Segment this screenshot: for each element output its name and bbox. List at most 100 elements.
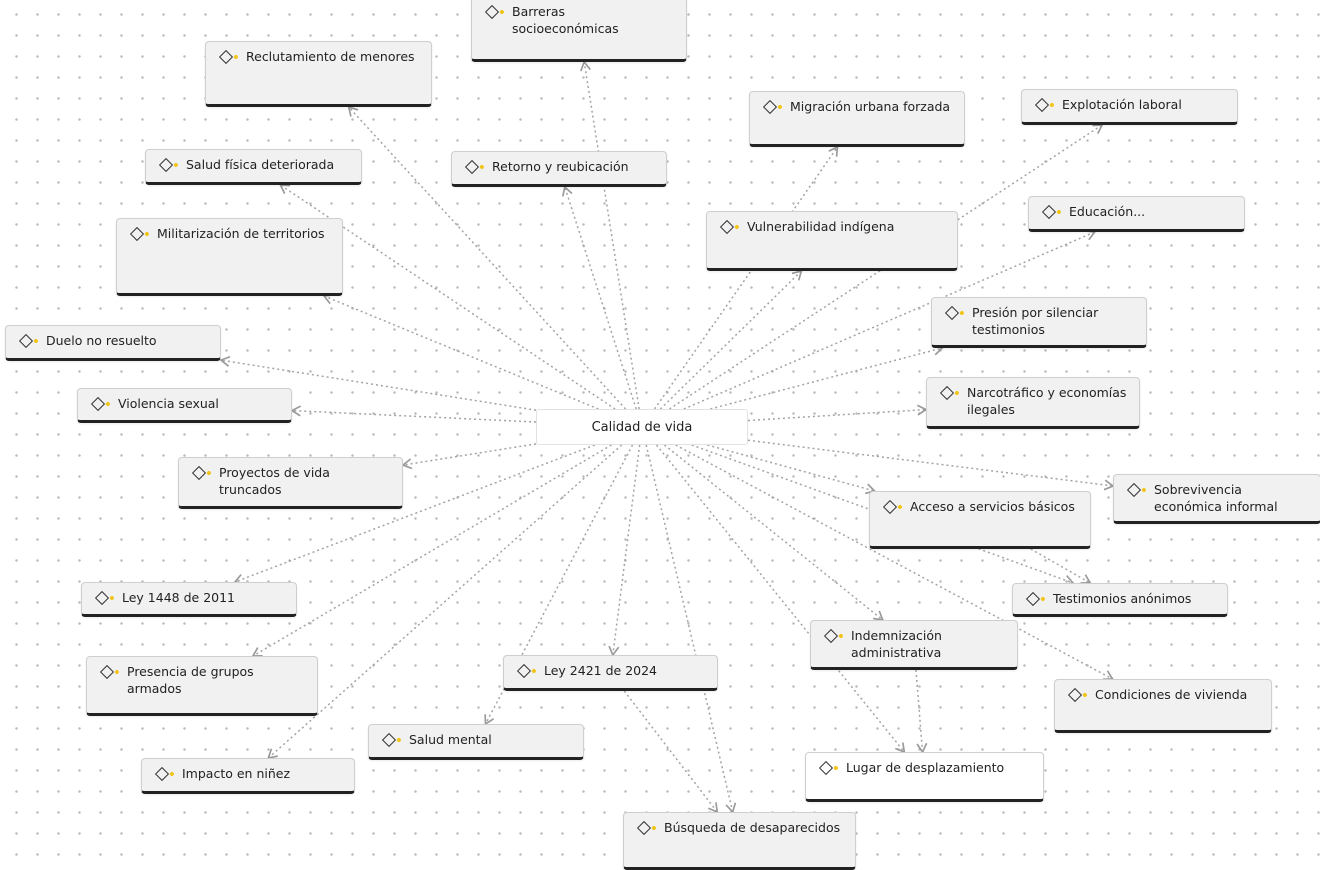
node-label: Lugar de desplazamiento (846, 760, 1005, 775)
edge-acceso-to-testimonios (1030, 548, 1092, 584)
node-label: Impacto en niñez (182, 766, 291, 781)
edge-calidad-to-reclutamiento (347, 105, 627, 410)
diamond-node-icon (129, 226, 145, 242)
node-busqueda[interactable]: Búsqueda de desaparecidos (623, 812, 856, 870)
diamond-node-icon (99, 664, 115, 680)
diamond-node-icon (484, 4, 500, 20)
diamond-node-icon (90, 396, 106, 412)
node-label: Duelo no resuelto (46, 333, 157, 348)
edge-calidad-to-barreras (580, 60, 640, 410)
diamond-node-icon (818, 760, 834, 776)
diamond-node-icon (464, 159, 480, 175)
node-militarizacion[interactable]: Militarización de territorios (116, 218, 343, 296)
edge-calidad-to-explotacion (669, 124, 1104, 410)
edge-calidad-to-impacto (267, 444, 623, 760)
diamond-node-icon (154, 766, 170, 782)
node-label: Salud mental (409, 732, 492, 747)
node-educacion[interactable]: Educación... (1028, 196, 1245, 232)
diamond-node-icon (944, 305, 960, 321)
node-explotacion[interactable]: Explotación laboral (1021, 89, 1238, 125)
edge-calidad-to-duelo (219, 355, 537, 411)
node-proyectos[interactable]: Proyectos de vida truncados (178, 457, 403, 509)
diamond-node-icon (719, 219, 735, 235)
node-violencia[interactable]: Violencia sexual (77, 388, 292, 423)
edge-calidad-to-narcotrafico (747, 404, 928, 422)
node-label: Barreras socioeconómicas (512, 4, 619, 36)
diamond-node-icon (636, 820, 652, 836)
node-label: Migración urbana forzada (790, 99, 951, 114)
diamond-node-icon (882, 499, 898, 515)
node-label: Búsqueda de desaparecidos (664, 820, 841, 835)
edge-calidad-to-busqueda (645, 444, 737, 814)
edge-ley2421-to-busqueda (623, 690, 719, 814)
edge-calidad-to-militarizacion (322, 293, 599, 410)
node-label: Educación... (1069, 204, 1146, 219)
edge-calidad-to-lugar (655, 444, 906, 754)
node-ley-1448[interactable]: Ley 1448 de 2011 (81, 582, 297, 617)
node-presencia[interactable]: Presencia de grupos armados (86, 656, 318, 716)
node-retorno[interactable]: Retorno y reubicación (451, 151, 667, 187)
node-salud-fisica[interactable]: Salud física deteriorada (145, 149, 362, 185)
node-narcotrafico[interactable]: Narcotráfico y economías ilegales (926, 377, 1140, 429)
node-duelo[interactable]: Duelo no resuelto (5, 325, 221, 361)
node-presion[interactable]: Presión por silenciar testimonios (931, 297, 1147, 348)
node-acceso[interactable]: Acceso a servicios básicos (869, 491, 1091, 549)
central-node[interactable]: Calidad de vida (536, 409, 748, 445)
edge-calidad-to-presencia (251, 444, 612, 657)
node-label: Proyectos de vida truncados (219, 465, 330, 497)
edge-calidad-to-indemnizacion (663, 444, 885, 622)
node-label: Indemnización administrativa (851, 628, 942, 660)
diamond-node-icon (823, 628, 839, 644)
node-label: Retorno y reubicación (492, 159, 629, 174)
node-label: Testimonios anónimos (1053, 591, 1192, 606)
edge-calidad-to-acceso (707, 444, 877, 495)
diamond-node-icon (1025, 591, 1041, 607)
node-label: Sobrevivencia económica informal (1154, 482, 1278, 514)
node-label: Ley 1448 de 2011 (122, 590, 236, 605)
edge-calidad-to-ley1448 (233, 444, 595, 585)
diamond-node-icon (218, 49, 234, 65)
node-label: Explotación laboral (1062, 97, 1182, 112)
diamond-node-icon (1041, 204, 1057, 220)
node-label: Acceso a servicios básicos (910, 499, 1075, 514)
node-label: Presencia de grupos armados (127, 664, 254, 696)
node-label: Reclutamiento de menores (246, 49, 415, 64)
node-label: Salud física deteriorada (186, 157, 335, 172)
diamond-node-icon (762, 99, 778, 115)
node-indemnizacion[interactable]: Indemnización administrativa (810, 620, 1018, 670)
edge-indemnizacion-to-lugar (915, 669, 928, 754)
diamond-node-icon (1126, 482, 1142, 498)
node-condiciones[interactable]: Condiciones de vivienda (1054, 679, 1272, 733)
node-vulnerabilidad[interactable]: Vulnerabilidad indígena (706, 211, 958, 271)
node-migracion[interactable]: Migración urbana forzada (749, 91, 965, 147)
node-reclutamiento[interactable]: Reclutamiento de menores (205, 41, 432, 107)
diamond-node-icon (18, 333, 34, 349)
diamond-node-icon (158, 157, 174, 173)
diamond-node-icon (939, 385, 955, 401)
node-label: Condiciones de vivienda (1095, 687, 1248, 702)
diamond-node-icon (1034, 97, 1050, 113)
diamond-node-icon (94, 590, 110, 606)
central-node-label: Calidad de vida (591, 419, 693, 435)
edge-calidad-to-retorno (561, 185, 637, 410)
node-impacto[interactable]: Impacto en niñez (141, 758, 355, 794)
node-label: Ley 2421 de 2024 (544, 663, 658, 678)
edge-calidad-to-presion (710, 344, 944, 410)
edge-calidad-to-violencia (290, 405, 537, 423)
node-testimonios[interactable]: Testimonios anónimos (1012, 583, 1228, 617)
node-barreras[interactable]: Barreras socioeconómicas (471, 0, 687, 62)
diamond-node-icon (191, 465, 207, 481)
node-label: Vulnerabilidad indígena (747, 219, 895, 234)
node-ley-2421[interactable]: Ley 2421 de 2024 (503, 655, 718, 691)
diamond-node-icon (381, 732, 397, 748)
node-salud-mental[interactable]: Salud mental (368, 724, 584, 760)
edge-calidad-to-sobrevivencia (747, 439, 1115, 491)
node-sobrevivencia[interactable]: Sobrevivencia económica informal (1113, 474, 1320, 524)
node-lugar[interactable]: Lugar de desplazamiento (805, 752, 1044, 802)
diamond-node-icon (1067, 687, 1083, 703)
diamond-node-icon (516, 663, 532, 679)
edge-calidad-to-migracion (653, 145, 839, 410)
node-label: Presión por silenciar testimonios (972, 305, 1099, 337)
edge-calidad-to-ley2421 (608, 444, 641, 657)
